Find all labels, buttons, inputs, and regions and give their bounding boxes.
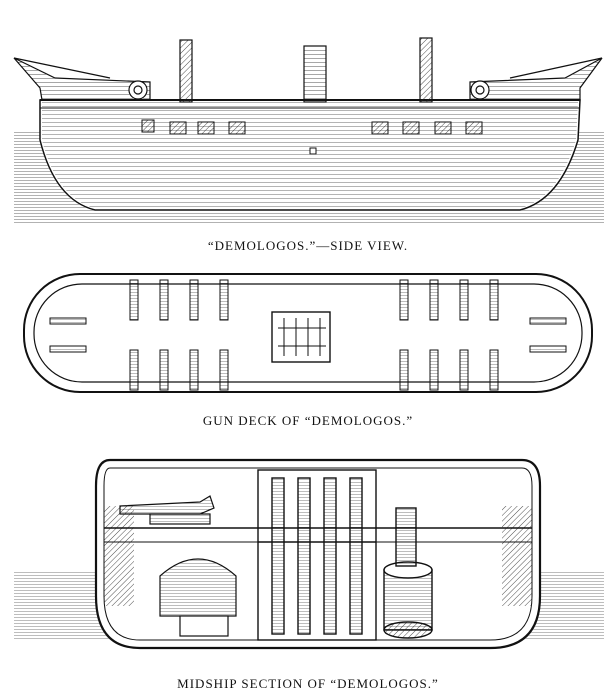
midship-section-engraving (14, 458, 604, 650)
side-view-engraving (13, 37, 604, 225)
midship-figure (0, 446, 616, 666)
fore-mast (179, 39, 193, 103)
midship-section-caption: MIDSHIP SECTION OF “DEMOLOGOS.” (177, 676, 439, 691)
boiler (159, 558, 237, 617)
end-guns (49, 317, 567, 353)
gun-deck-plan (23, 273, 593, 393)
gunports-forward (141, 119, 246, 135)
side-view-figure (0, 30, 616, 230)
bow-left (13, 57, 151, 101)
central-grating (271, 311, 331, 363)
hull-planking (42, 102, 578, 208)
bow-right (469, 57, 603, 101)
main-mast (419, 37, 433, 103)
hull-port (309, 147, 317, 155)
gun-deck-caption: GUN DECK OF “DEMOLOGOS.” (202, 413, 414, 428)
gunports-aft (371, 121, 483, 135)
side-view-caption: “DEMOLOGOS.”—SIDE VIEW. (207, 238, 409, 253)
steam-cylinder (383, 507, 433, 639)
engine-frame (257, 469, 377, 641)
gun-deck-figure (0, 262, 616, 402)
hull-section (94, 458, 542, 650)
funnel (303, 45, 327, 103)
midship-cannon (119, 495, 215, 525)
guns-bottom-row (129, 349, 499, 391)
guns-top-row (129, 279, 499, 321)
